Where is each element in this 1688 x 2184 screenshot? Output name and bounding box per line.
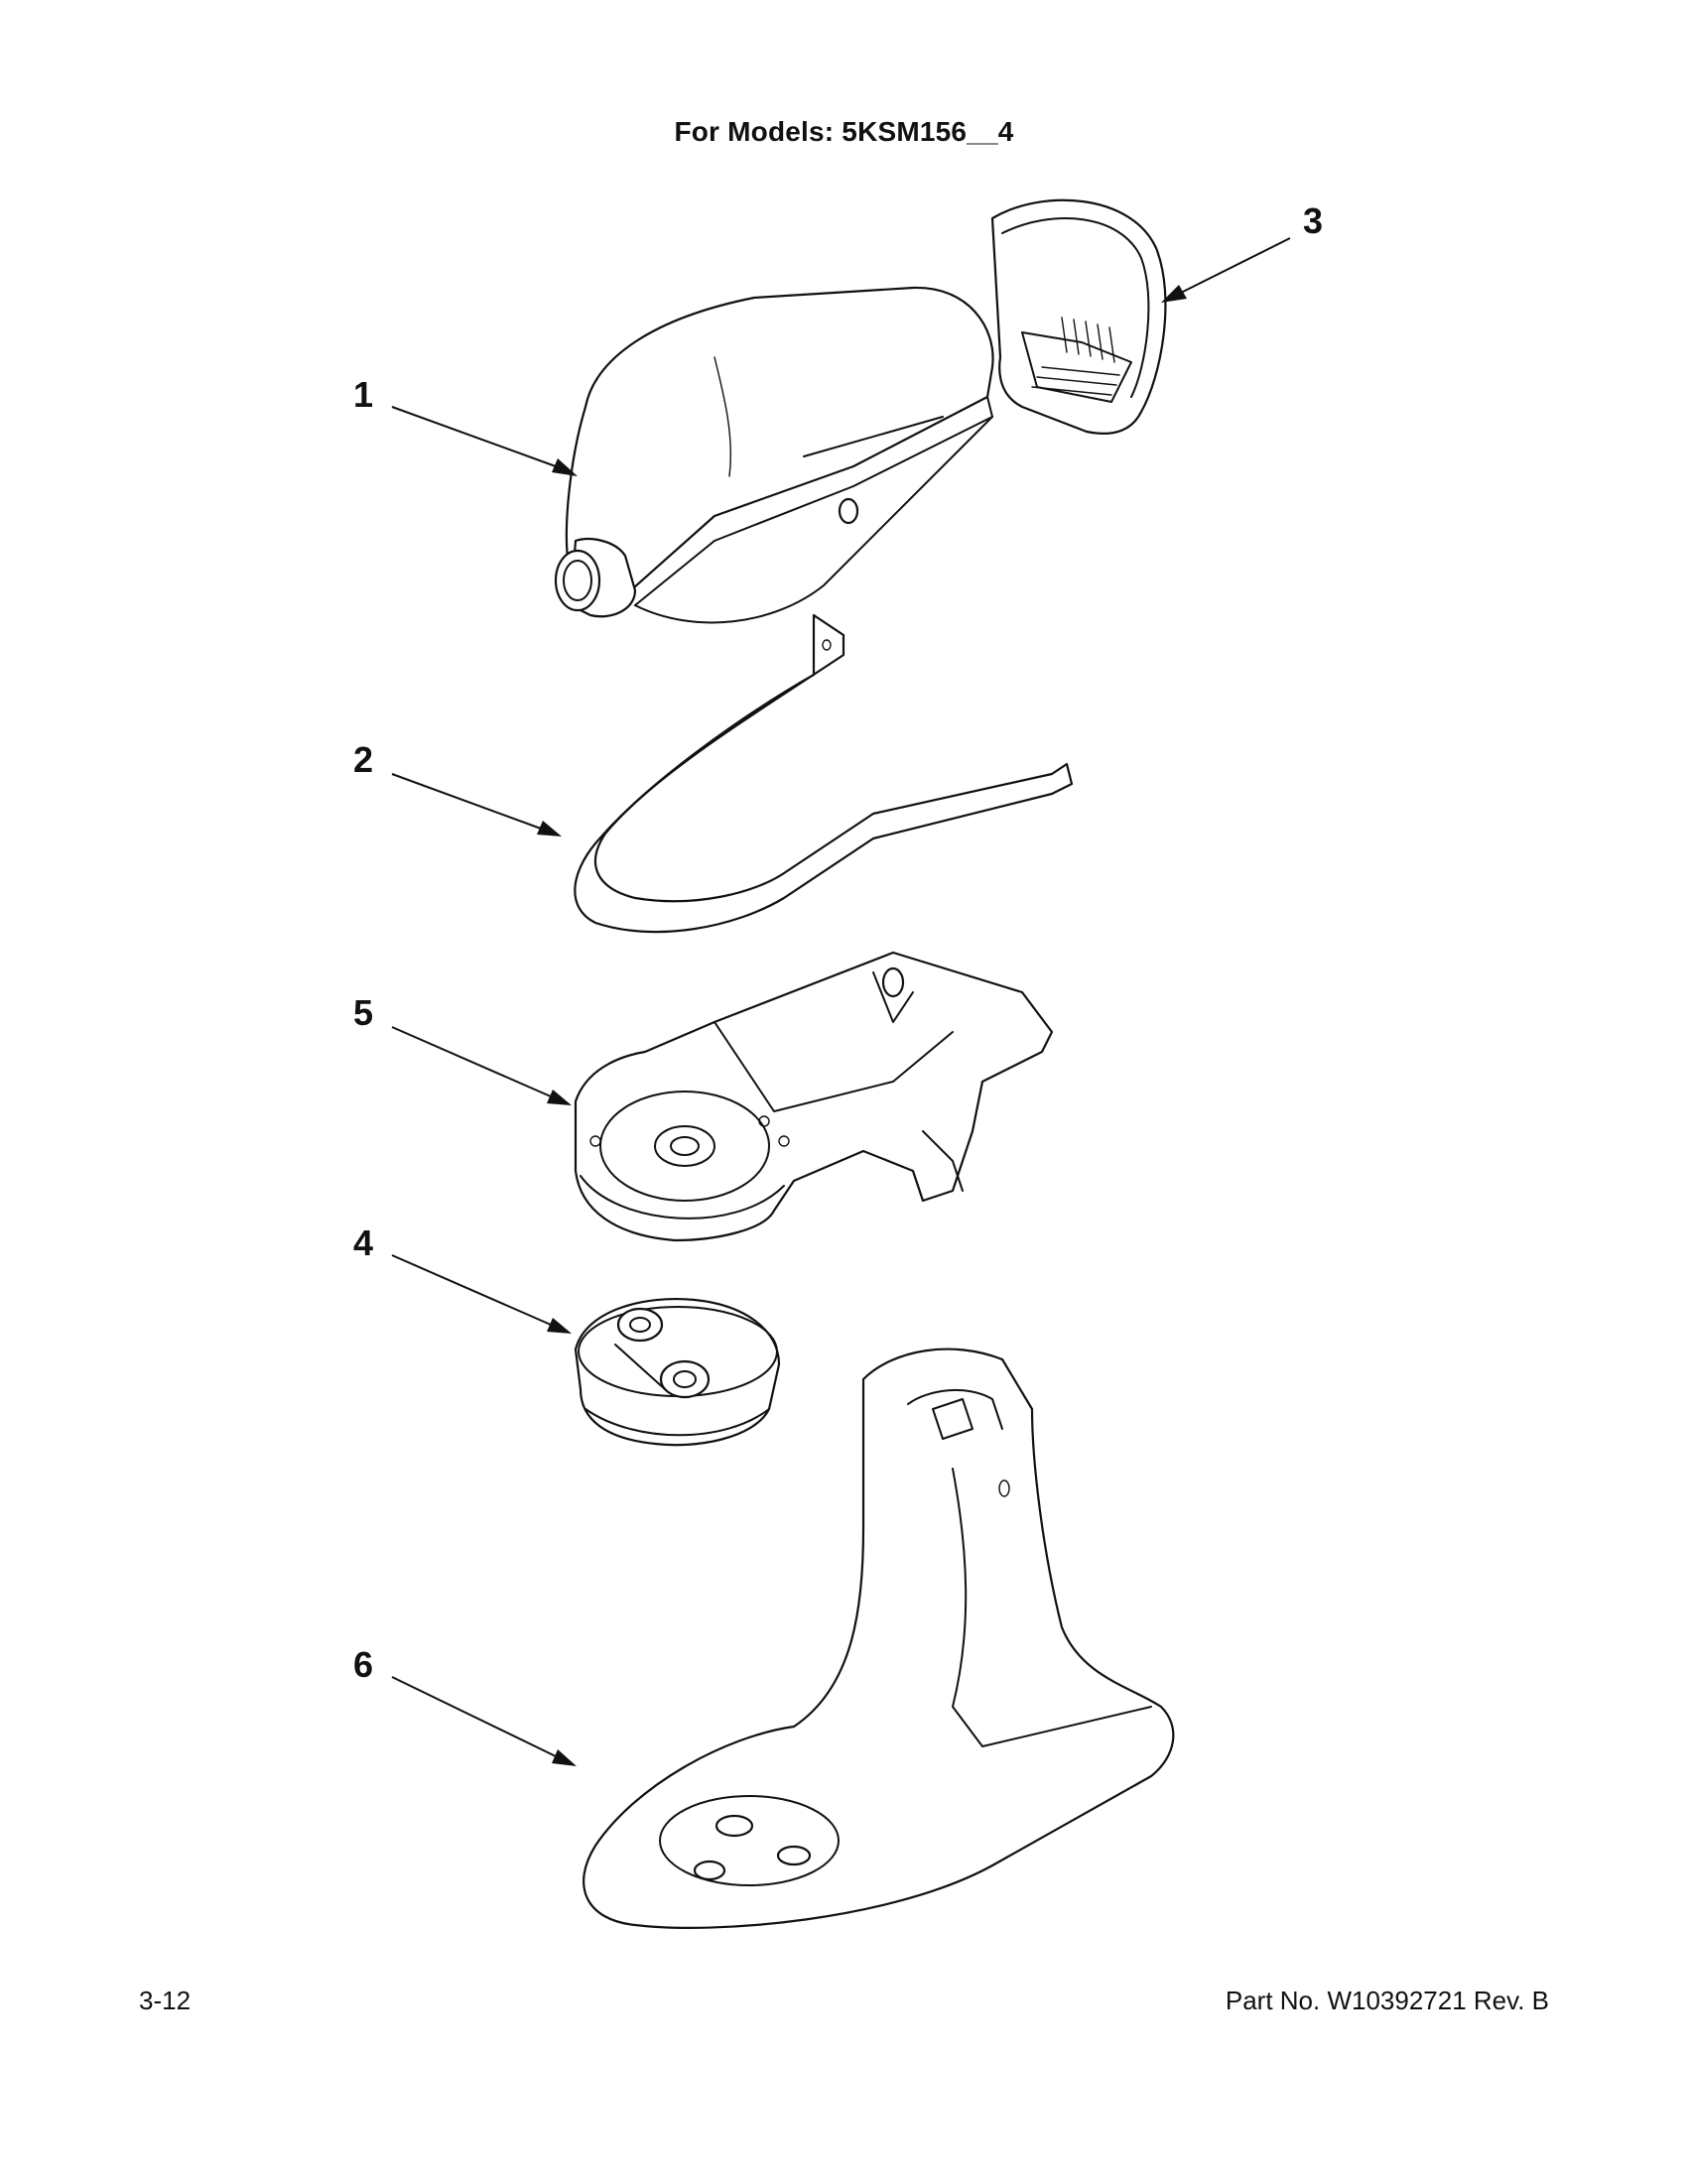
callout-6: 6: [353, 1644, 373, 1685]
leader-5: [391, 1026, 572, 1105]
leader-1: [391, 406, 578, 476]
page-number: 3-12: [139, 1986, 192, 2015]
leader-2: [391, 773, 562, 836]
leader-4: [391, 1254, 572, 1334]
page-title: For Models: 5KSM156__4: [674, 116, 1014, 147]
callout-1: 1: [353, 374, 373, 415]
part-6-pedestal-base: [583, 1348, 1175, 1929]
part-5-gearcase-frame: [574, 951, 1054, 1242]
callout-5: 5: [353, 992, 373, 1033]
part-1-motor-housing: [554, 286, 994, 624]
part-number: Part No. W10392721 Rev. B: [1225, 1986, 1549, 2015]
part-4-planetary-cap: [574, 1298, 781, 1447]
callout-2: 2: [353, 739, 373, 780]
leader-6: [391, 1676, 577, 1766]
callout-3: 3: [1303, 200, 1323, 241]
leader-3: [1161, 237, 1291, 303]
callout-4: 4: [353, 1222, 373, 1263]
part-3-rear-cover: [990, 198, 1167, 435]
part-2-housing-band: [574, 613, 1074, 934]
